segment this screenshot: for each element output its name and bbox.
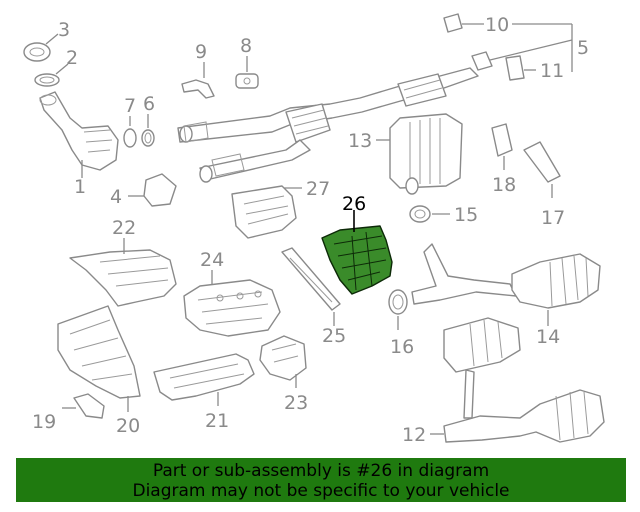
part-12-exhaust-assembly[interactable] [430, 317, 605, 443]
banner-line-1: Part or sub-assembly is #26 in diagram [152, 461, 490, 481]
part-17-hanger[interactable] [523, 141, 561, 198]
callout-17: 17 [541, 207, 565, 229]
part-9-hanger[interactable] [181, 62, 215, 99]
part-25-bracket[interactable] [281, 247, 341, 326]
part-6-gasket[interactable] [141, 114, 155, 147]
part-18-hanger[interactable] [491, 123, 513, 170]
callout-7: 7 [124, 95, 136, 117]
callout-1: 1 [74, 176, 86, 198]
part-2-gasket[interactable] [34, 63, 69, 87]
callout-13: 13 [348, 130, 372, 152]
banner-line-2: Diagram may not be specific to your vehi… [132, 481, 510, 501]
callout-8: 8 [240, 35, 252, 57]
part-26-heat-shield-highlighted[interactable] [321, 210, 393, 295]
callout-6: 6 [143, 93, 155, 115]
intermediate-pipe-assembly[interactable] [177, 67, 479, 183]
part-22-heat-shield[interactable] [69, 238, 177, 307]
callout-27: 27 [306, 178, 330, 200]
part-23-bracket[interactable] [259, 335, 307, 388]
callout-25: 25 [322, 325, 346, 347]
callout-11: 11 [540, 60, 564, 82]
callout-2: 2 [66, 47, 78, 69]
part-15-clamp[interactable] [409, 205, 450, 223]
part-10-bracket[interactable] [443, 13, 572, 33]
part-1-catalytic-converter[interactable] [39, 91, 119, 178]
part-5-clamp[interactable] [471, 24, 573, 72]
callout-12: 12 [402, 424, 426, 446]
exhaust-parts-diagram: 3 2 1 7 6 9 8 [23, 13, 605, 446]
callout-21: 21 [205, 410, 229, 432]
callout-14: 14 [536, 326, 560, 348]
callout-5: 5 [577, 37, 589, 59]
callout-26: 26 [342, 193, 366, 215]
callout-22: 22 [112, 217, 136, 239]
part-7-clamp[interactable] [123, 116, 137, 148]
part-3-clamp[interactable] [23, 33, 59, 62]
callout-19: 19 [32, 411, 56, 433]
part-11-hanger[interactable] [505, 55, 536, 81]
callout-10: 10 [485, 14, 509, 36]
part-4-bracket[interactable] [128, 173, 177, 207]
callout-20: 20 [116, 415, 140, 437]
part-27-heat-shield[interactable] [231, 185, 302, 239]
callout-23: 23 [284, 392, 308, 414]
callout-16: 16 [390, 336, 414, 358]
part-19-shield[interactable] [62, 393, 105, 419]
info-banner: Part or sub-assembly is #26 in diagram D… [16, 458, 626, 502]
callout-18: 18 [492, 174, 516, 196]
callout-3: 3 [58, 19, 70, 41]
part-20-heat-shield[interactable] [57, 305, 141, 412]
part-14-muffler-assembly[interactable] [411, 243, 601, 326]
callout-15: 15 [454, 204, 478, 226]
callout-4: 4 [110, 186, 122, 208]
part-16-gasket[interactable] [388, 289, 408, 330]
part-13-muffler[interactable] [376, 113, 463, 195]
callout-24: 24 [200, 249, 224, 271]
part-21-heat-shield[interactable] [153, 353, 255, 406]
part-8-hanger[interactable] [235, 56, 259, 89]
part-24-heat-shield[interactable] [183, 270, 281, 337]
callout-9: 9 [195, 41, 207, 63]
